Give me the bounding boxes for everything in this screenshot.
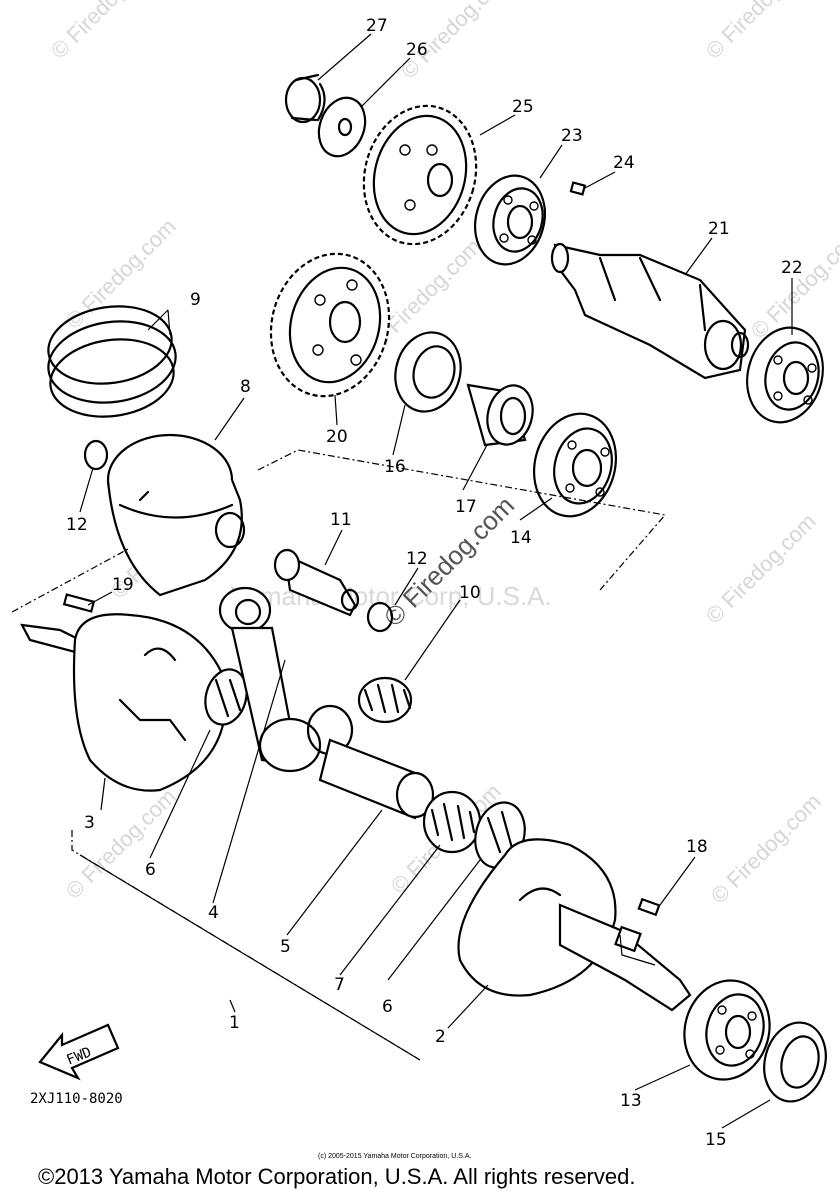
part-5-crank-pin [318,738,435,820]
part-27-collar [284,73,326,124]
callout-22: 22 [781,258,803,278]
part-15-oil-seal [763,1021,827,1103]
callout-7: 7 [334,975,345,995]
part-9-piston-rings [47,305,177,418]
watermark-text: © Firedog.com [61,784,181,904]
callout-17: 17 [455,497,477,517]
watermark-text: © Firedog.com [706,789,826,909]
part-18-key [637,897,661,917]
copyright-notice: ©2013 Yamaha Motor Corporation, U.S.A. A… [38,1164,635,1189]
part-10-needle-bearing [357,676,413,724]
part-26-washer [317,96,367,158]
callout-21: 21 [708,219,730,239]
watermark-text: © Firedog.com [701,0,821,64]
callout-13: 13 [620,1091,642,1111]
watermark-center: Yamaha Motor Corp, U.S.A. [230,581,552,611]
part-8-piston [106,433,246,597]
callout-3: 3 [84,813,95,833]
callout-12: 12 [406,549,428,569]
watermark-text: © Firedog.com [701,509,821,629]
part-22-bearing [746,326,824,424]
part-20-gear [269,252,391,398]
part-16-bearing [394,331,462,413]
watermark-text: © Firedog.com [46,0,166,64]
part-14-bearing [532,412,618,518]
callout-24: 24 [613,153,635,173]
callout-10: 10 [459,583,481,603]
part-labels: 27 26 25 23 24 21 22 9 8 20 16 17 14 12 … [66,16,803,1150]
part-12-clip [83,439,109,471]
callout-18: 18 [686,837,708,857]
watermark-text: © Firedog.com [746,224,840,344]
callout-5: 5 [280,937,291,957]
part-3-crank-left [20,613,228,792]
callout-12: 12 [66,515,88,535]
callout-6: 6 [145,860,156,880]
callout-1: 1 [229,1013,240,1033]
part-24-key [569,181,587,196]
callout-20: 20 [326,427,348,447]
callout-15: 15 [705,1130,727,1150]
callout-14: 14 [510,528,532,548]
callout-8: 8 [240,377,251,397]
leader-lines [79,33,793,1129]
part-11-piston-pin [273,548,360,617]
part-25-gear [362,104,478,246]
callout-27: 27 [366,16,388,36]
diagram-id: 2XJ110-8020 [30,1091,123,1107]
part-2-crank-right [457,838,692,1012]
fwd-arrow: FWD [38,1023,120,1081]
callout-19: 19 [112,575,134,595]
part-7-needle-bearing [422,790,482,854]
part-23-bearing [474,174,546,266]
part-19-key [62,593,96,613]
callout-9: 9 [190,290,201,310]
part-13-bearing [683,979,771,1081]
callout-25: 25 [512,97,534,117]
part-4-connecting-rod [218,586,354,773]
part-17-collar [466,383,534,447]
part-12-clip [366,601,394,633]
callout-26: 26 [406,40,428,60]
callout-4: 4 [208,903,219,923]
callout-23: 23 [561,126,583,146]
callout-6: 6 [382,997,393,1017]
small-copyright: (c) 2005-2015 Yamaha Motor Corporation, … [318,1153,471,1160]
callout-11: 11 [330,510,352,530]
part-21-balancer-shaft [550,242,750,380]
assembly-bracket-lines [11,449,667,1061]
callout-2: 2 [435,1027,446,1047]
part-6-bearing [204,668,248,726]
callout-16: 16 [384,457,406,477]
